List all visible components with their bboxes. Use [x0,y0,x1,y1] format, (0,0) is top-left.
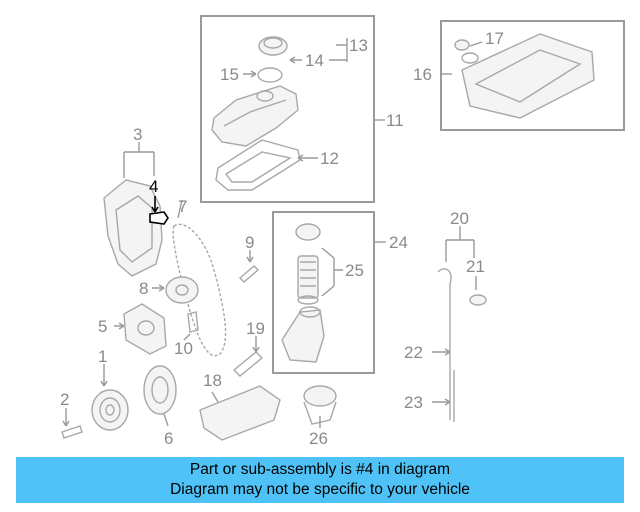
callout-9: 9 [245,233,254,252]
callout-5: 5 [98,317,107,336]
banner-line-part-number: Part or sub-assembly is #4 in diagram [189,461,451,478]
callout-2: 2 [60,390,69,409]
valve-cover-part [211,36,301,191]
parts-diagram: 1 2 3 4 5 6 7 8 9 10 11 12 13 14 15 16 1… [60,15,625,448]
valve-cover-group-box [200,15,375,203]
timing-cover-part [103,179,163,277]
callout-8: 8 [139,279,148,298]
stud-bolt-part [238,265,260,283]
callout-4: 4 [149,177,158,196]
rear-cover-part [123,303,167,355]
callout-11: 11 [386,111,404,130]
callout-22: 22 [404,343,423,362]
callout-14: 14 [305,51,324,70]
callout-15: 15 [220,65,239,84]
timing-belt-part [172,223,227,357]
callout-6: 6 [164,429,173,448]
callout-1: 1 [98,347,107,366]
callout-17: 17 [485,29,504,48]
callout-18: 18 [203,371,222,390]
callout-7: 7 [178,197,187,216]
idler-pulley-part [165,276,199,304]
callout-10: 10 [174,339,193,358]
callout-23: 23 [404,393,423,412]
banner-line-disclaimer: Diagram may not be specific to your vehi… [170,481,470,498]
oil-pan-part [454,33,595,119]
callout-25: 25 [345,261,364,280]
crankshaft-pulley-part [91,389,129,431]
pulley-bolt-part [61,425,83,439]
callout-12: 12 [320,149,339,168]
windage-tray-part [199,385,281,441]
dipstick-part [437,268,487,422]
oil-pump-part [303,385,337,425]
callout-24: 24 [389,233,408,252]
crank-sprocket-part [143,365,177,415]
oil-pan-group-box [440,20,625,131]
oil-filter-group-box [272,211,375,374]
callout-16: 16 [413,65,432,84]
callout-26: 26 [309,429,328,448]
callout-20: 20 [450,209,469,228]
callout-3: 3 [133,125,142,144]
bolt-part [187,311,199,333]
info-banner: Part or sub-assembly is #4 in diagram Di… [16,457,624,503]
seal-part [232,351,264,377]
highlighted-part-4 [149,196,169,225]
callout-13: 13 [349,36,368,55]
callout-19: 19 [246,319,265,338]
callout-21: 21 [466,257,485,276]
oil-filter-part [281,223,325,363]
